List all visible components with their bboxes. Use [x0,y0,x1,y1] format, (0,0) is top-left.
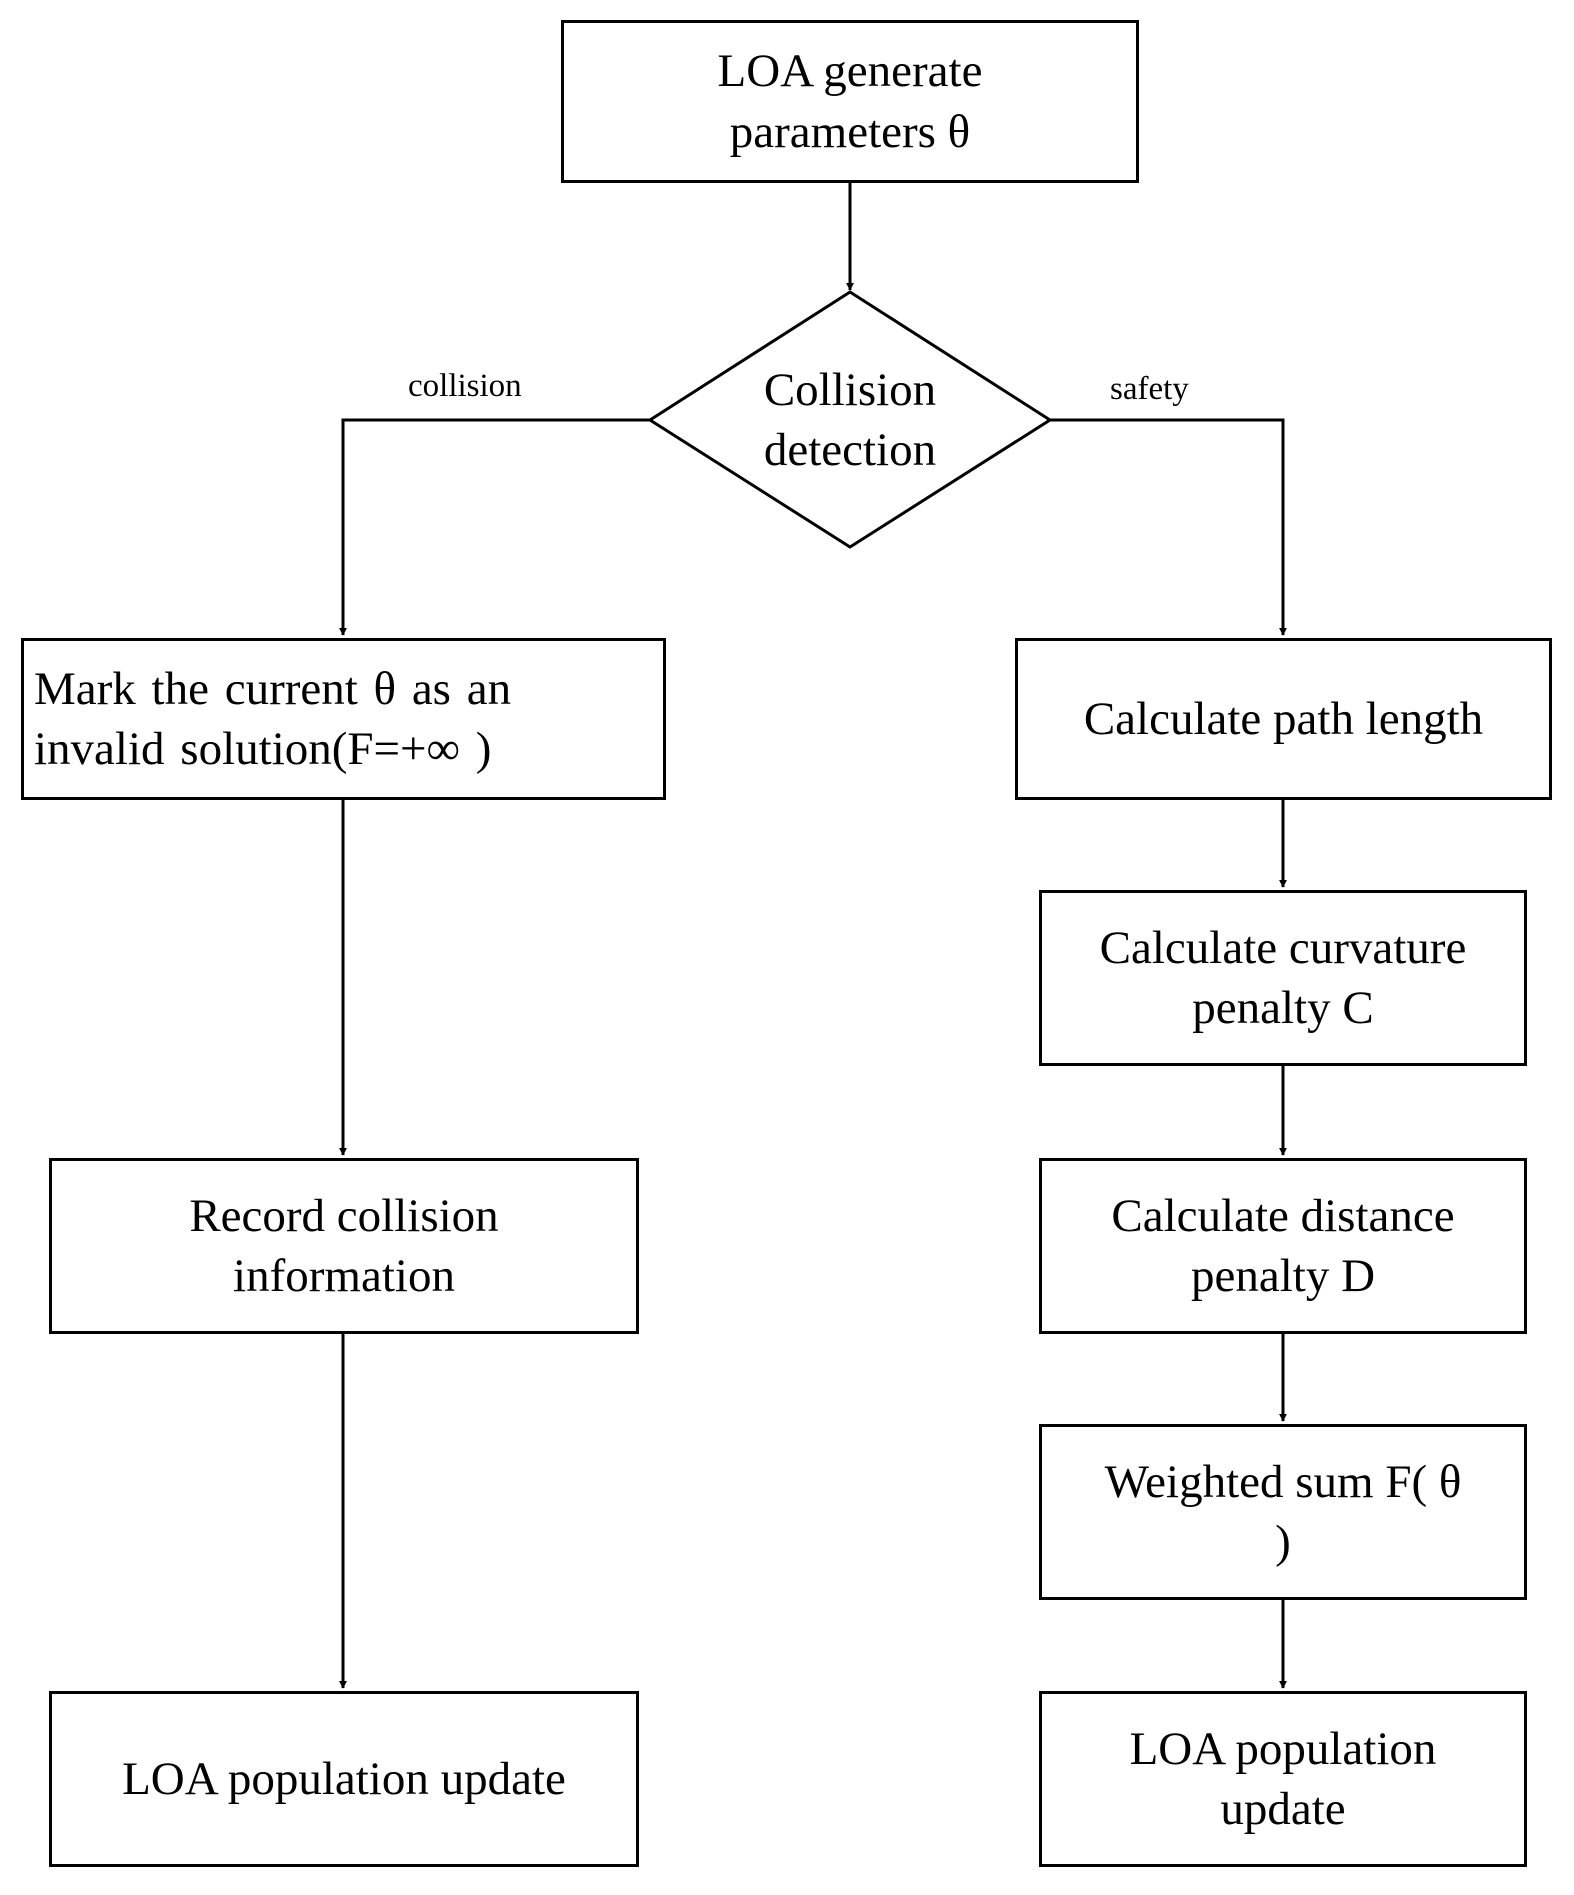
curvature-box-text: Calculate curvature penalty C [1099,921,1467,1034]
path-length-box: Calculate path length [1015,638,1552,800]
distance-box: Calculate distance penalty D [1039,1158,1527,1334]
right-update-box: LOA population update [1039,1691,1527,1867]
edge-label-collision: collision [408,368,522,404]
left-update-box-text: LOA population update [122,1752,566,1805]
start-box-text: LOA generate parameters θ [717,45,983,158]
weighted-box-text: Weighted sum F( θ ) [1104,1455,1462,1568]
weighted-box: Weighted sum F( θ ) [1039,1424,1527,1600]
edge-label-safety: safety [1110,371,1189,407]
arrow-decision-to-path-length [1050,418,1287,636]
arrow-decision-to-mark-invalid [339,418,650,636]
mark-invalid-box: Mark the current θ as an invalid solutio… [21,638,666,800]
path-length-box-text: Calculate path length [1083,692,1484,745]
decision-text-wrapper: Collision detection [650,295,1050,545]
curvature-box: Calculate curvature penalty C [1039,890,1527,1066]
decision-text: Collision detection [763,363,937,476]
start-box: LOA generate parameters θ [561,20,1139,183]
right-update-box-text: LOA population update [1129,1722,1437,1835]
left-update-box: LOA population update [49,1691,639,1867]
record-box-text: Record collision information [189,1189,499,1302]
decision-diamond [647,290,1053,549]
mark-invalid-box-text: Mark the current θ as an invalid solutio… [34,662,512,775]
distance-box-text: Calculate distance penalty D [1111,1189,1455,1302]
record-box: Record collision information [49,1158,639,1334]
